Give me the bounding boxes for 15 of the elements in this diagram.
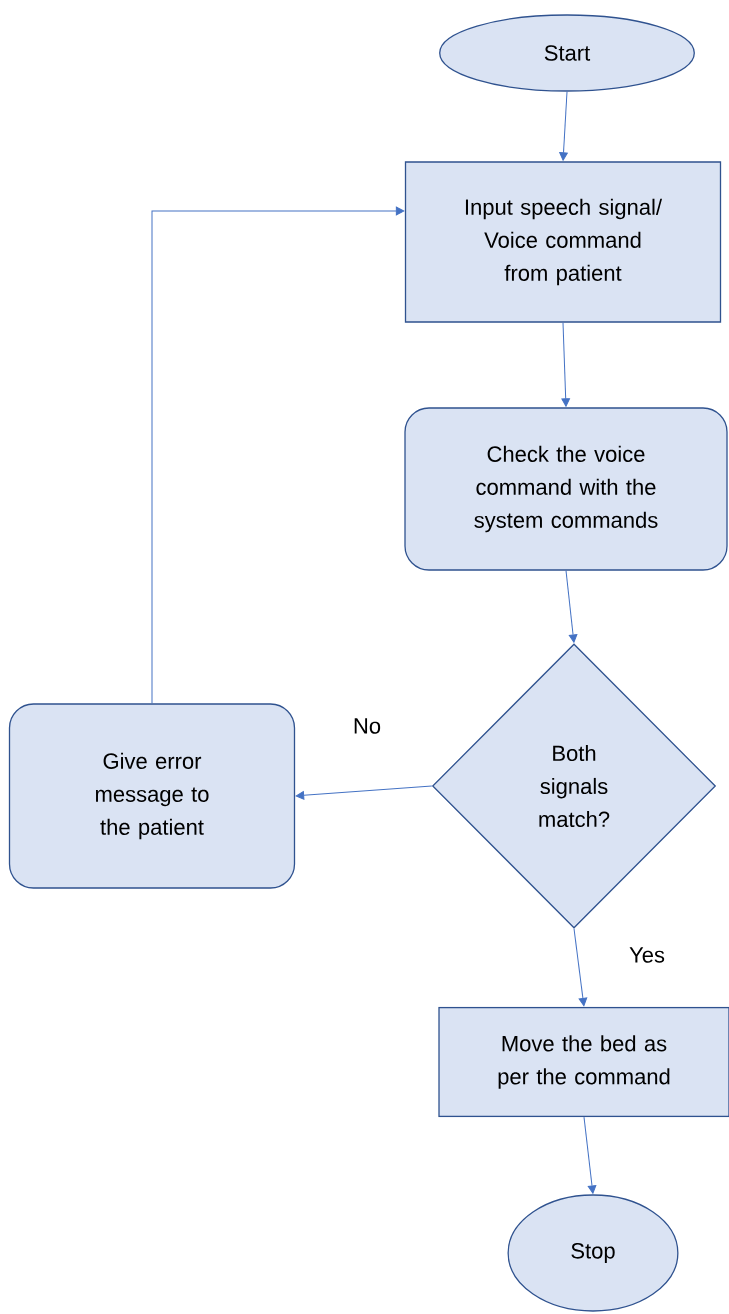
arrow (295, 785, 433, 800)
arrow (151, 206, 405, 704)
arrow (583, 1116, 597, 1194)
process-box: Move the bed as per the command (438, 1006, 729, 1118)
process-box: Input speech signal/ Voice command from patient (404, 161, 722, 323)
process-box: Give error message to the patient (8, 703, 296, 889)
stop-oval: Stop (507, 1194, 679, 1312)
edge-label: Yes (627, 945, 667, 965)
arrow (561, 322, 570, 407)
start-oval: Start (439, 14, 695, 92)
arrow (559, 91, 568, 161)
arrow (565, 570, 578, 643)
edge-label: No (350, 716, 384, 736)
process-box: Check the voice command with the system commands (404, 407, 728, 571)
arrow (573, 928, 588, 1007)
